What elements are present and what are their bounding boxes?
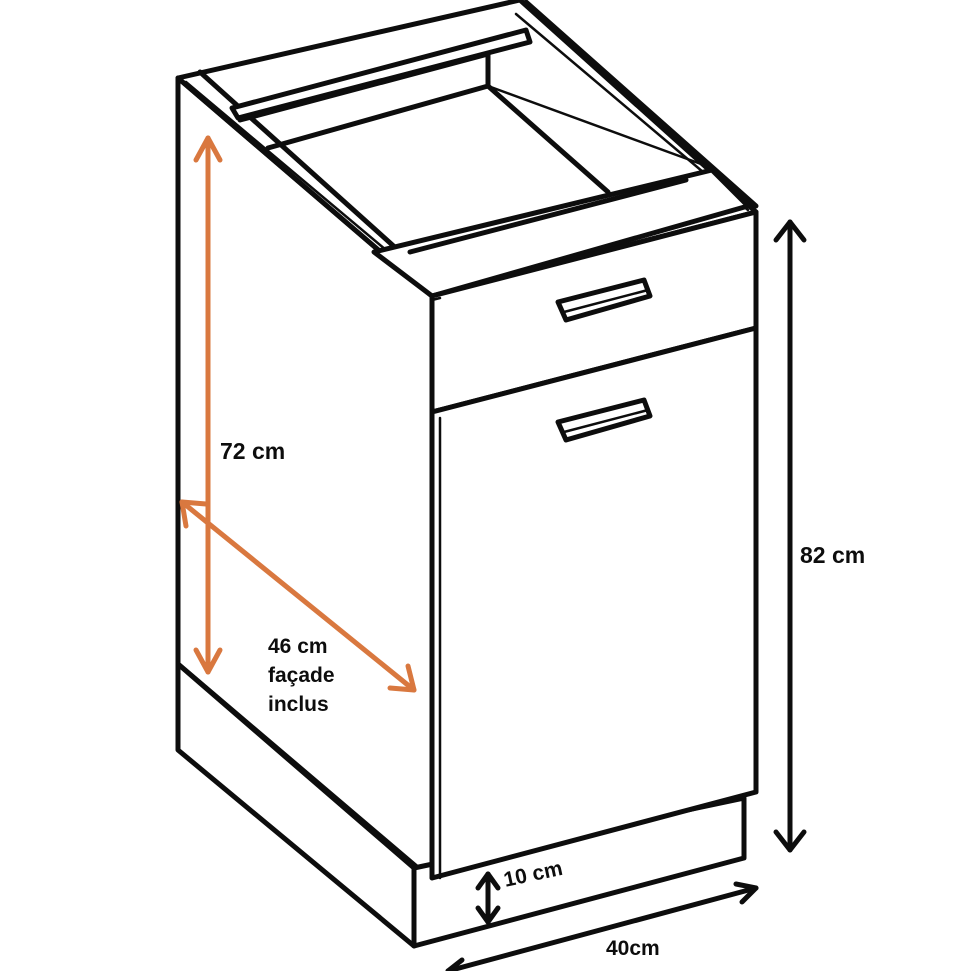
width-label: 40cm — [606, 937, 660, 960]
depth-dimension-arrow — [179, 499, 417, 693]
depth-label-note-1: façade — [268, 664, 335, 687]
plinth-height-dimension-arrow — [475, 871, 501, 925]
drawer-handle — [555, 277, 653, 323]
body-height-dimension-arrow — [193, 135, 223, 675]
door — [429, 325, 759, 881]
door-handle — [555, 397, 653, 443]
depth-label-value: 46 cm — [268, 635, 328, 658]
depth-label-note-2: inclus — [268, 693, 329, 716]
total-height-dimension-arrow — [773, 219, 807, 853]
depth-label: 46 cm façade inclus — [268, 632, 335, 719]
width-dimension-arrow — [445, 881, 759, 971]
total-height-label: 82 cm — [800, 542, 866, 568]
body-height-label: 72 cm — [220, 438, 286, 464]
